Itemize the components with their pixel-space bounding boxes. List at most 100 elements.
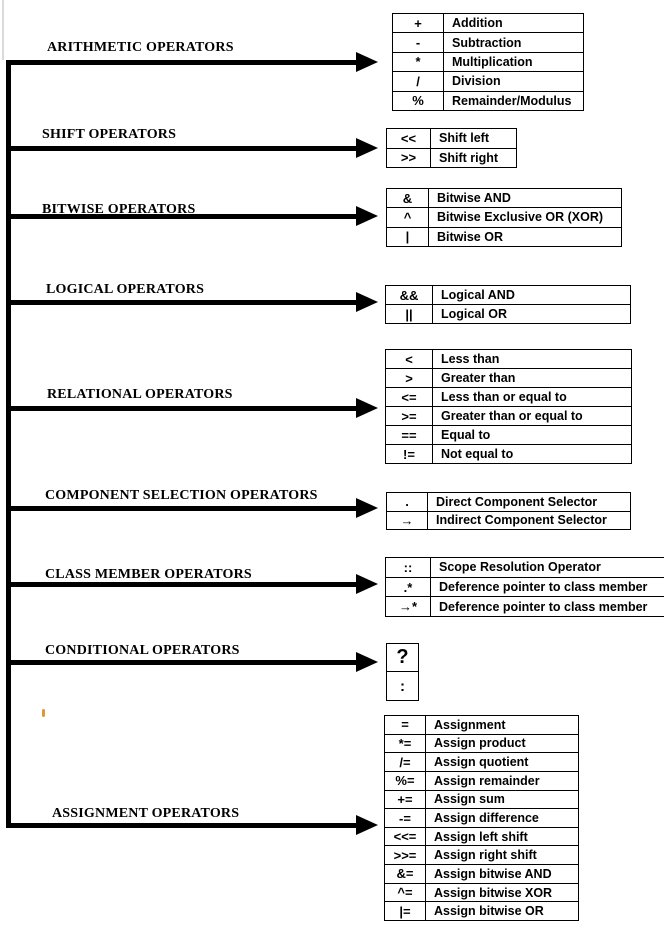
group-label: ASSIGNMENT OPERATORS [52, 806, 240, 821]
operator-cell: &= [384, 864, 426, 884]
operator-cell: & [386, 187, 429, 209]
description-cell: Not equal to [432, 444, 632, 464]
description-cell: Assign left shift [425, 826, 579, 847]
operator-cell: % [392, 90, 444, 111]
operator-cell: >>= [384, 845, 426, 866]
operator-table: ?: [386, 643, 419, 701]
description-cell: Scope Resolution Operator [430, 557, 664, 578]
operator-cell: *= [384, 733, 426, 754]
table-row: !=Not equal to [385, 444, 632, 464]
arrow-line [6, 60, 357, 65]
description-cell: Subtraction [443, 32, 584, 53]
group-label: RELATIONAL OPERATORS [47, 387, 233, 402]
group-label: CONDITIONAL OPERATORS [45, 643, 240, 658]
description-cell: Bitwise AND [428, 187, 622, 209]
table-row: .*Deference pointer to class member [385, 576, 664, 598]
scan-edge-line [2, 0, 4, 60]
operator-table: <Less than>Greater than<=Less than or eq… [385, 349, 632, 464]
operator-table: +Addition-Subtraction*Multiplication/Div… [392, 12, 584, 111]
table-row: *Multiplication [392, 51, 584, 73]
operator-cell: ? [386, 643, 419, 672]
operator-cell: . [386, 492, 428, 512]
description-cell: Bitwise Exclusive OR (XOR) [428, 207, 622, 228]
table-row: &Bitwise AND [386, 187, 622, 209]
arrow-head-icon [356, 815, 378, 835]
description-cell: Shift right [430, 147, 517, 168]
table-row: =Assignment [384, 715, 579, 735]
operator-cell: →* [385, 596, 431, 618]
table-row: ^Bitwise Exclusive OR (XOR) [386, 207, 622, 228]
description-cell: Assign bitwise XOR [425, 882, 579, 903]
arrow-head-icon [356, 398, 378, 418]
operator-table: .Direct Component Selector→Indirect Comp… [386, 492, 631, 530]
operator-table: =Assignment*=Assign product/=Assign quot… [384, 715, 579, 922]
description-cell: Assign difference [425, 808, 579, 828]
description-cell: Assign right shift [425, 845, 579, 866]
description-cell: Division [443, 71, 584, 92]
group-label: SHIFT OPERATORS [42, 127, 177, 142]
operator-cell: >> [386, 147, 431, 168]
description-cell: Greater than or equal to [432, 406, 632, 426]
operator-cell: * [392, 51, 444, 73]
operator-cell: /= [384, 752, 426, 772]
operator-cell: = [384, 715, 426, 735]
operator-cell: ^ [386, 207, 429, 228]
operator-cell: %= [384, 770, 426, 791]
description-cell: Assignment [425, 715, 579, 735]
description-cell: Bitwise OR [428, 226, 622, 247]
table-row: <=Less than or equal to [385, 387, 632, 407]
operator-cell: -= [384, 808, 426, 828]
operator-table: &&Logical AND||Logical OR [385, 285, 631, 324]
stray-mark [42, 709, 45, 717]
table-row: >=Greater than or equal to [385, 406, 632, 426]
operator-cell: || [385, 304, 433, 324]
table-row: ||Logical OR [385, 304, 631, 324]
description-cell: Deference pointer to class member [430, 596, 664, 618]
operator-table: &Bitwise AND^Bitwise Exclusive OR (XOR)|… [386, 187, 622, 247]
group-label: ARITHMETIC OPERATORS [47, 40, 234, 55]
description-cell: Less than or equal to [432, 387, 632, 407]
operator-cell: > [385, 368, 433, 388]
operator-cell: += [384, 789, 426, 810]
operator-cell: |= [384, 901, 426, 922]
operator-cell: + [392, 12, 444, 34]
operator-cell: / [392, 71, 444, 92]
description-cell: Multiplication [443, 51, 584, 73]
operator-cell: <= [385, 387, 433, 407]
description-cell: Deference pointer to class member [430, 576, 664, 598]
operator-cell: | [386, 226, 429, 247]
table-row: %=Assign remainder [384, 770, 579, 791]
table-row: -=Assign difference [384, 808, 579, 828]
operator-cell: >= [385, 406, 433, 426]
arrow-head-icon [356, 574, 378, 594]
description-cell: Assign sum [425, 789, 579, 810]
description-cell: Assign bitwise OR [425, 901, 579, 922]
arrow-head-icon [356, 652, 378, 672]
table-row: ^=Assign bitwise XOR [384, 882, 579, 903]
operator-table: ::Scope Resolution Operator.*Deference p… [385, 557, 664, 618]
arrow-head-icon [356, 292, 378, 312]
arrow-head-icon [356, 206, 378, 226]
table-row: %Remainder/Modulus [392, 90, 584, 111]
arrow-head-icon [356, 52, 378, 72]
table-row: *=Assign product [384, 733, 579, 754]
group-label: CLASS MEMBER OPERATORS [45, 567, 252, 582]
group-label: BITWISE OPERATORS [42, 202, 196, 217]
table-row: ==Equal to [385, 425, 632, 445]
operator-cell: ^= [384, 882, 426, 903]
table-row: <Less than [385, 349, 632, 369]
operator-cell: <<= [384, 826, 426, 847]
table-row: <<=Assign left shift [384, 826, 579, 847]
description-cell: Shift left [430, 128, 517, 149]
table-row: : [386, 671, 419, 701]
description-cell: Assign product [425, 733, 579, 754]
arrow-line [6, 582, 357, 587]
operator-cell: : [386, 671, 419, 701]
description-cell: Remainder/Modulus [443, 90, 584, 111]
table-row: .Direct Component Selector [386, 492, 631, 512]
arrow-head-icon [356, 138, 378, 158]
table-row: →Indirect Component Selector [386, 510, 631, 530]
table-row: >>Shift right [386, 147, 517, 168]
operator-cell: :: [385, 557, 431, 578]
table-row: <<Shift left [386, 128, 517, 149]
